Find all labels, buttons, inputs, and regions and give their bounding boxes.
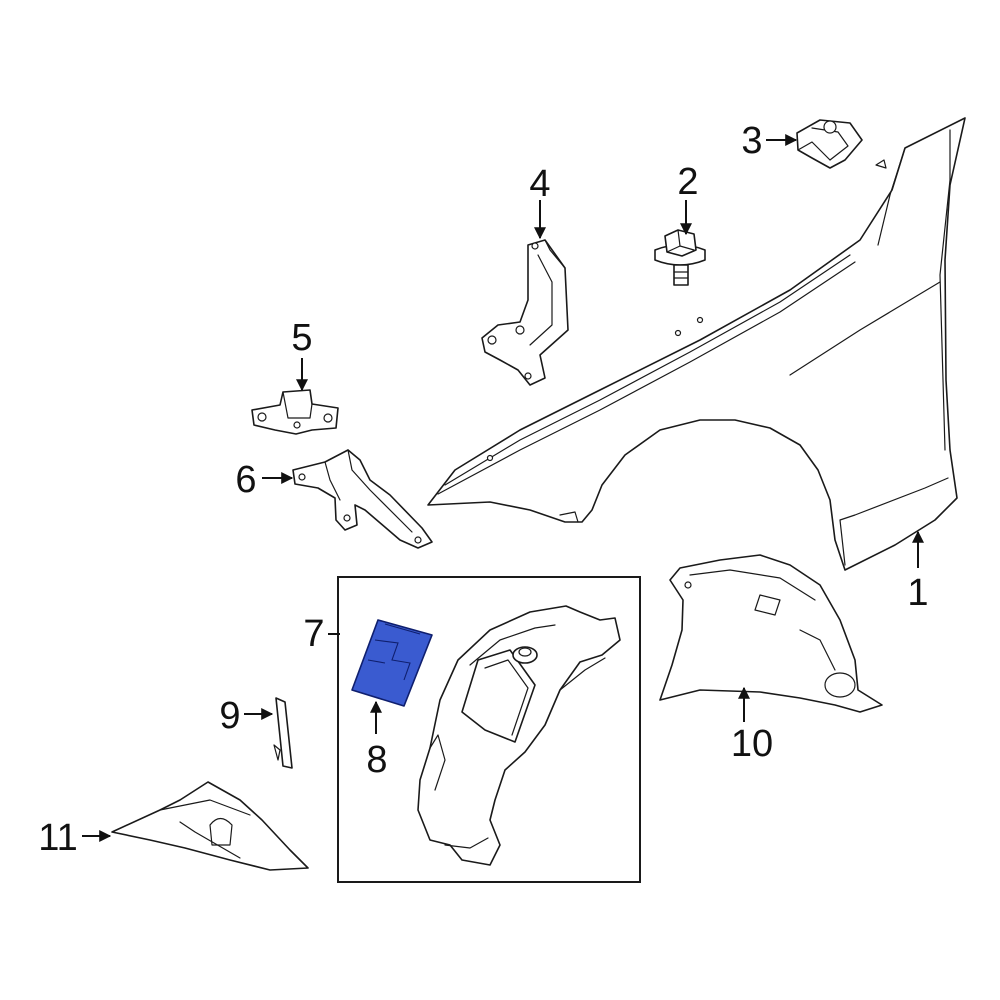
- callout-11: 11: [38, 817, 77, 859]
- callout-6: 6: [235, 459, 256, 501]
- upper-bracket-part[interactable]: [481, 239, 569, 386]
- bolt-part[interactable]: [654, 229, 706, 286]
- liner-patch-part-highlighted[interactable]: [351, 619, 433, 707]
- callout-10: 10: [731, 723, 773, 765]
- callout-9: 9: [219, 695, 240, 737]
- lower-bracket-part[interactable]: [292, 449, 433, 549]
- callout-7: 7: [303, 613, 324, 655]
- callout-8: 8: [366, 739, 387, 781]
- small-bracket-part[interactable]: [251, 389, 339, 435]
- callout-3: 3: [741, 120, 762, 162]
- rear-liner-part[interactable]: [659, 554, 883, 713]
- callout-1: 1: [907, 572, 928, 614]
- callout-5: 5: [291, 317, 312, 359]
- fender-part[interactable]: [427, 117, 966, 571]
- clip-nut-part[interactable]: [796, 119, 863, 169]
- assembly-frame: [337, 576, 641, 883]
- wheel-liner-part[interactable]: [417, 605, 621, 866]
- callout-4: 4: [529, 163, 550, 205]
- seal-part[interactable]: [273, 697, 293, 769]
- callout-2: 2: [677, 161, 698, 203]
- lower-shield-part[interactable]: [111, 781, 309, 871]
